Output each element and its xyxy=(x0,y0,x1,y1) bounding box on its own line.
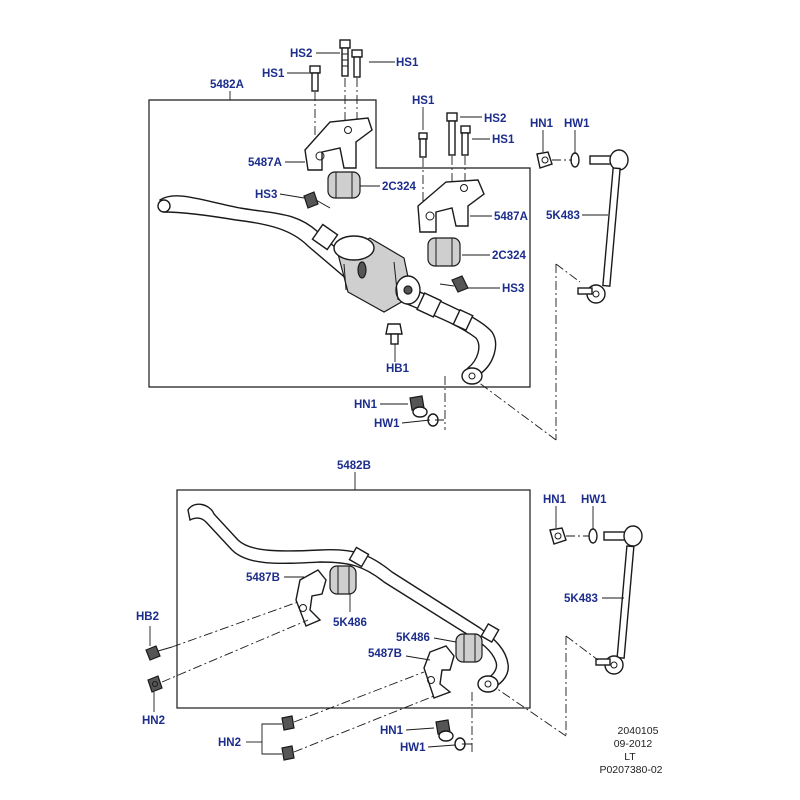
nut-hn1-bottom xyxy=(549,527,567,545)
label-hw1-top-lower: HW1 xyxy=(374,418,400,430)
label-hn2-left: HN2 xyxy=(142,715,165,727)
label-5487a-left: 5487A xyxy=(248,157,282,169)
bushing-2c324-upper xyxy=(327,171,361,199)
bolt-hb1 xyxy=(385,323,403,345)
label-2c324-b: 2C324 xyxy=(492,250,526,262)
label-5487b-b: 5487B xyxy=(368,648,402,660)
bracket-5487a-left xyxy=(304,117,373,171)
label-hn1-top-lower: HN1 xyxy=(354,399,378,411)
bolt-hs3-right xyxy=(439,275,469,293)
reference-lt: LT xyxy=(624,751,636,763)
dash-5k483-bottom-a xyxy=(565,635,599,661)
reference-code: 2040105 xyxy=(618,725,659,737)
bracket-5487b-upper xyxy=(295,569,327,627)
nut-hn2-left xyxy=(147,675,163,693)
stabilizer-bar-5482b xyxy=(187,503,509,693)
stabilizer-bar-5482a xyxy=(157,195,497,385)
label-hw1-top: HW1 xyxy=(564,118,590,130)
label-hs1-d: HS1 xyxy=(492,134,515,146)
dash-5k483-top-a xyxy=(555,263,581,283)
label-5k486-b: 5K486 xyxy=(396,632,430,644)
nut-hn2-lower-b xyxy=(281,745,295,761)
bracket-5487a-right xyxy=(417,179,485,233)
label-hb1: HB1 xyxy=(386,363,410,375)
leader-hn1-bottom-lower xyxy=(405,727,435,731)
bottom-assembly: 5482B 5K486 5K486 5487B xyxy=(136,460,643,761)
dash-hn2-lower-a xyxy=(293,671,425,723)
label-hn1-top: HN1 xyxy=(530,118,554,130)
reference-block: 2040105 09-2012 LT P0207380-02 xyxy=(599,725,662,776)
leader-hw1-top-lower xyxy=(401,419,431,424)
label-5k483-top: 5K483 xyxy=(546,210,580,222)
bolt-hs1-top-left-right xyxy=(351,49,363,78)
bushing-5k486-upper xyxy=(329,565,357,595)
label-5487b-a: 5487B xyxy=(246,572,280,584)
label-hs3-right: HS3 xyxy=(502,283,524,295)
label-hw1-bottom-lower: HW1 xyxy=(400,742,426,754)
assembly-5482a-title: 5482A xyxy=(210,79,244,91)
leader-hs3-left xyxy=(279,193,305,199)
dash-hn2-left xyxy=(161,619,309,683)
nut-hn2-lower-a xyxy=(281,715,295,731)
label-hs1-c: HS1 xyxy=(412,95,435,107)
dash-5k483-bottom-c xyxy=(495,687,567,737)
label-hw1-bottom: HW1 xyxy=(581,494,607,506)
leader-hw1-bottom-lower xyxy=(427,744,456,748)
washer-hw1-bottom-lower xyxy=(454,737,472,751)
bracket-leader-hn2 xyxy=(261,723,282,755)
reference-date: 09-2012 xyxy=(614,738,653,750)
bushing-2c324-lower xyxy=(427,237,461,267)
leader-5487b-b xyxy=(405,655,431,661)
label-hs2-a: HS2 xyxy=(290,48,312,60)
label-hs3-left: HS3 xyxy=(255,189,277,201)
dash-hb2 xyxy=(171,601,299,648)
dash-hn2-lower-b xyxy=(293,695,435,753)
label-hs1-b: HS1 xyxy=(262,68,285,80)
reference-illustration-id: P0207380-02 xyxy=(599,764,662,776)
assembly-5482a-outline xyxy=(148,99,531,388)
bolt-hs1-top-left-left xyxy=(309,65,321,92)
bolt-hb2 xyxy=(145,645,173,661)
washer-hw1-bottom xyxy=(588,528,598,544)
bolt-hs2-top-right xyxy=(446,112,458,156)
bolt-hs2-top-left xyxy=(339,39,351,77)
label-5k486-a: 5K486 xyxy=(333,617,367,629)
dash-5k483-top-c xyxy=(477,381,557,441)
link-5k483-bottom xyxy=(595,525,643,675)
nut-hn1-bottom-lower xyxy=(435,719,454,742)
label-hn2-lower: HN2 xyxy=(218,737,241,749)
bolt-hs1-top-right-left xyxy=(418,132,428,158)
label-hn1-bottom: HN1 xyxy=(543,494,567,506)
washer-hw1-top xyxy=(570,152,580,168)
label-hs2-b: HS2 xyxy=(484,113,506,125)
washer-hw1-top-lower xyxy=(427,413,444,427)
label-hs1-a: HS1 xyxy=(396,57,419,69)
stabilizer-actuator-motor xyxy=(333,235,421,313)
bolt-hs1-top-right-right xyxy=(460,125,471,156)
leader-5k486-b xyxy=(433,637,457,643)
label-5487a-right: 5487A xyxy=(494,211,528,223)
top-assembly: 5482A HS2 HS1 HS1 5 xyxy=(148,39,629,441)
bolt-hs3-left xyxy=(303,191,331,209)
label-hb2: HB2 xyxy=(136,611,159,623)
assembly-5482b-outline xyxy=(176,489,531,709)
label-2c324-a: 2C324 xyxy=(382,181,416,193)
nut-hn1-top xyxy=(536,151,553,169)
label-hn1-bottom-lower: HN1 xyxy=(380,725,404,737)
label-5k483-bottom: 5K483 xyxy=(564,593,598,605)
nut-hn1-top-lower xyxy=(409,395,428,418)
assembly-5482b-title: 5482B xyxy=(337,460,371,472)
link-5k483-top xyxy=(577,149,629,304)
bracket-5487b-lower xyxy=(423,645,455,699)
bushing-5k486-lower xyxy=(455,633,483,663)
